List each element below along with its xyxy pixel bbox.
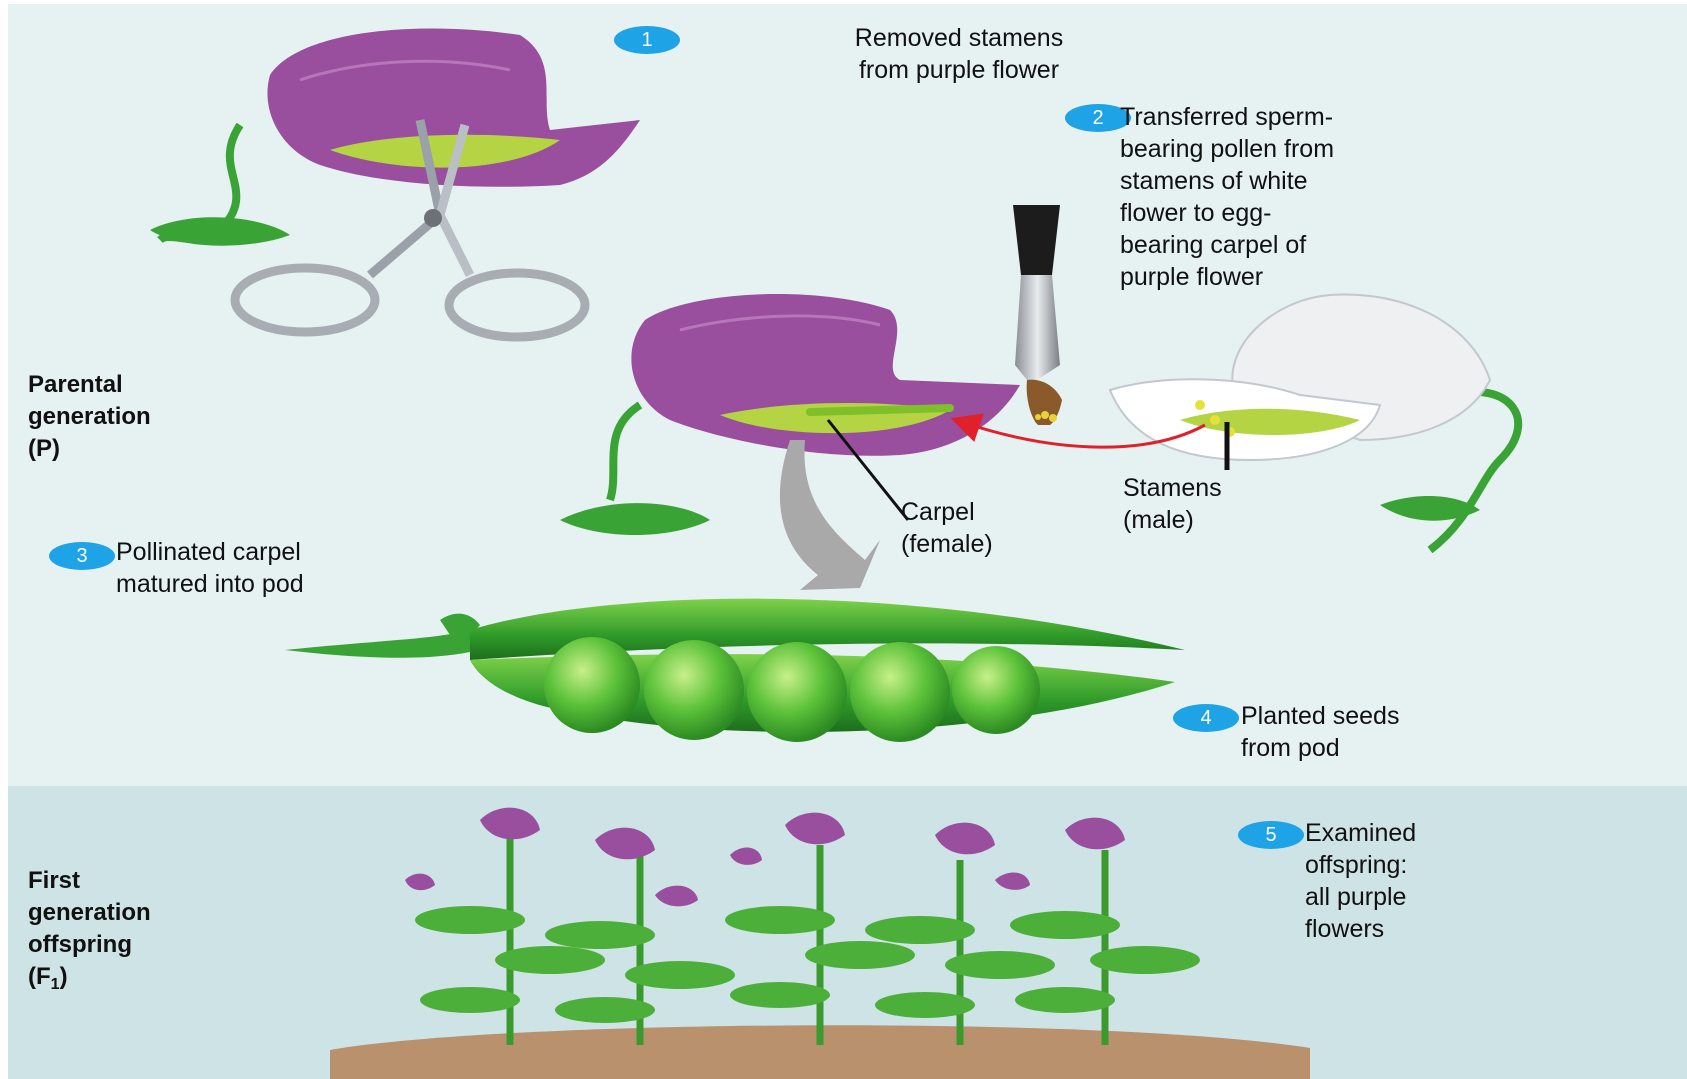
step-2-line: Transferred sperm- (1120, 101, 1334, 133)
step-5-line: Examined (1305, 817, 1416, 849)
offspring-plant (545, 828, 735, 1045)
stamens-label-line: Stamens (1123, 472, 1222, 504)
step-2-line: purple flower (1120, 261, 1334, 293)
step-4-line: Planted seeds (1241, 700, 1399, 732)
step-1-text: Removed stamens from purple flower (819, 22, 1099, 86)
pea-pod (285, 599, 1185, 742)
step-5-line: all purple (1305, 881, 1416, 913)
f1-label-subscript: 1 (51, 976, 60, 993)
carpel-label-line: (female) (901, 528, 993, 560)
step-3-badge: 3 (49, 542, 115, 570)
step-4-badge: 4 (1173, 704, 1239, 732)
step-2-line: stamens of white (1120, 165, 1334, 197)
paintbrush (1013, 205, 1062, 425)
step-4-text: Planted seeds from pod (1241, 700, 1399, 764)
step-2-line: bearing carpel of (1120, 229, 1334, 261)
carpel-label-line: Carpel (901, 496, 993, 528)
parental-generation-label: Parental generation (P) (28, 369, 151, 465)
f1-label-suffix: ) (60, 963, 68, 990)
purple-flower-top (150, 28, 640, 245)
first-gen-label-line: First (28, 865, 151, 897)
parental-label-line: Parental (28, 369, 151, 401)
step-3-line: matured into pod (116, 568, 304, 600)
step-5-line: offspring: (1305, 849, 1416, 881)
step-5-badge: 5 (1238, 821, 1304, 849)
step-3-line: Pollinated carpel (116, 536, 304, 568)
maturation-arrow (780, 440, 880, 590)
step-2-text: Transferred sperm- bearing pollen from s… (1120, 101, 1334, 293)
step-4-line: from pod (1241, 732, 1399, 764)
first-generation-label: First generation offspring (F1) (28, 865, 151, 1001)
parental-label-line: generation (28, 401, 151, 433)
step-1-line: Removed stamens (819, 22, 1099, 54)
stamens-label-line: (male) (1123, 504, 1222, 536)
step-1-badge: 1 (614, 26, 680, 54)
stamens-label: Stamens (male) (1123, 472, 1222, 536)
step-5-line: flowers (1305, 913, 1416, 945)
step-1-line: from purple flower (819, 54, 1099, 86)
carpel-label: Carpel (female) (901, 496, 993, 560)
step-3-text: Pollinated carpel matured into pod (116, 536, 304, 600)
step-2-line: flower to egg- (1120, 197, 1334, 229)
first-gen-label-line: generation (28, 897, 151, 929)
f1-label-prefix: (F (28, 963, 51, 990)
offspring-plant (1010, 818, 1200, 1045)
step-2-line: bearing pollen from (1120, 133, 1334, 165)
first-gen-label-line: (F1) (28, 961, 151, 1001)
first-gen-label-line: offspring (28, 929, 151, 961)
parental-label-line: (P) (28, 433, 151, 465)
step-5-text: Examined offspring: all purple flowers (1305, 817, 1416, 945)
offspring-plants (405, 808, 1200, 1045)
